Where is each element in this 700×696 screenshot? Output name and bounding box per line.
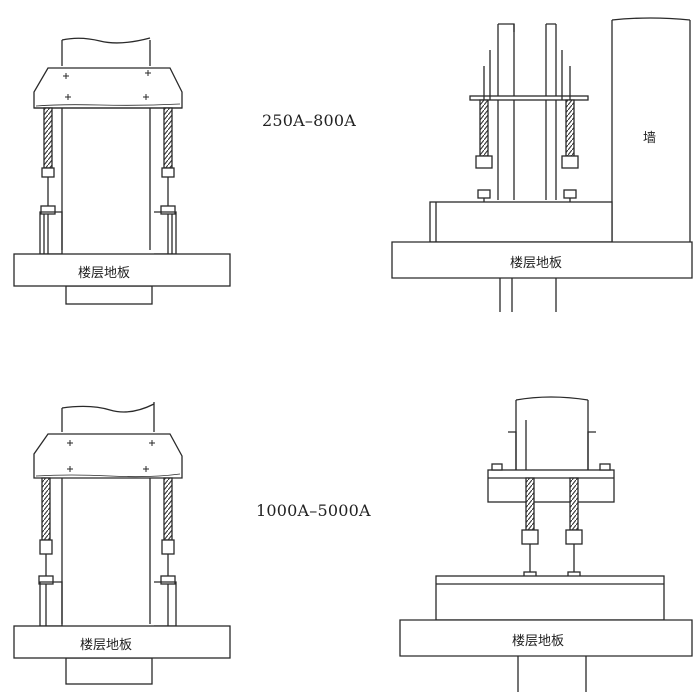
figure-top-left <box>13 37 231 305</box>
floor-label-bottom-right: 楼层地板 <box>512 634 565 649</box>
figure-bottom-left <box>13 402 231 685</box>
range-label-bottom: 1000A–5000A <box>256 501 371 520</box>
figure-top-right <box>391 17 693 312</box>
floor-label-top-right: 楼层地板 <box>510 256 563 271</box>
floor-label-top-left: 楼层地板 <box>78 266 131 281</box>
wall-label: 墙 <box>643 131 657 146</box>
figure-bottom-right <box>399 396 693 692</box>
range-label-top: 250A–800A <box>262 111 356 130</box>
floor-label-bottom-left: 楼层地板 <box>80 638 133 653</box>
